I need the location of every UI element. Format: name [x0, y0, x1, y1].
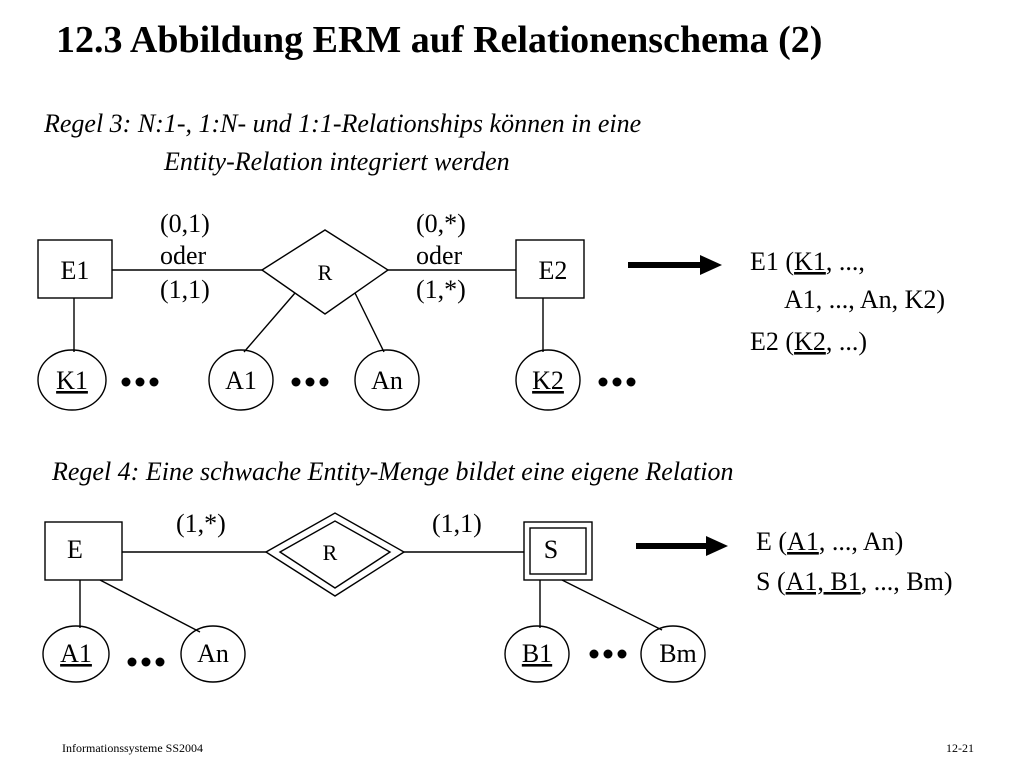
attribute-an	[354, 349, 420, 411]
attribute-an-label: An	[371, 366, 403, 395]
entity-e1	[37, 239, 113, 299]
attribute-k2	[515, 349, 581, 411]
weak-entity-s-label: S	[544, 535, 558, 564]
attribute-e-a1	[42, 625, 110, 683]
weak-relationship-r-label: R	[323, 540, 338, 565]
card-left-1: (0,1)	[160, 209, 210, 238]
arrow-rule3	[628, 255, 722, 275]
ellipsis-dots-3	[598, 377, 636, 387]
rule3-diagram: E1 R E2 (0,1) oder (1,1) (0,*) oder (1,*…	[37, 209, 722, 411]
attribute-k1	[37, 349, 107, 411]
attribute-a1-label: A1	[225, 366, 257, 395]
weak-entity-s-inner	[529, 527, 587, 575]
mapping-e1-line2: A1, ..., An, K2)	[784, 285, 945, 314]
link-e-an	[99, 579, 201, 633]
relationship-r-label: R	[318, 260, 333, 285]
entity-e2-label: E2	[539, 256, 568, 285]
rule3-text-line1: Regel 3: N:1-, 1:N- und 1:1-Relationship…	[43, 109, 641, 138]
attribute-s-bm	[640, 625, 706, 683]
slide-title: 12.3 Abbildung ERM auf Relationenschema …	[56, 19, 822, 61]
footer-page-number: 12-21	[946, 741, 974, 755]
rule3-text-line2: Entity-Relation integriert werden	[163, 147, 510, 176]
card-rule4-right: (1,1)	[432, 509, 482, 538]
card-right-3: (1,*)	[416, 275, 466, 304]
mapping-e1-line1: E1 (K1, ...,	[750, 247, 865, 276]
attribute-e-a1-label: A1	[60, 639, 92, 668]
attribute-s-b1	[504, 625, 570, 683]
ellipsis-dots-1	[121, 377, 159, 387]
relationship-r	[260, 229, 390, 315]
footer-course: Informationssysteme SS2004	[62, 741, 203, 755]
rule4-text: Regel 4: Eine schwache Entity-Menge bild…	[51, 457, 734, 486]
attribute-s-bm-label: Bm	[659, 639, 697, 668]
weak-entity-s-outer	[523, 521, 593, 581]
mapping-e: E (A1, ..., An)	[756, 527, 903, 556]
attribute-s-b1-label: B1	[522, 639, 552, 668]
card-left-3: (1,1)	[160, 275, 210, 304]
entity-e	[44, 521, 123, 581]
link-r-an	[354, 292, 385, 353]
card-rule4-left: (1,*)	[176, 509, 226, 538]
attribute-k2-label: K2	[532, 366, 564, 395]
ellipsis-dots-2	[291, 377, 329, 387]
ellipsis-dots-5	[589, 649, 627, 659]
attribute-a1	[208, 349, 274, 411]
link-s-bm	[561, 579, 663, 631]
card-right-1: (0,*)	[416, 209, 466, 238]
card-left-2: oder	[160, 241, 207, 270]
mapping-s: S (A1, B1, ..., Bm)	[756, 567, 952, 596]
attribute-e-an-label: An	[197, 639, 229, 668]
mapping-e2: E2 (K2, ...)	[750, 327, 867, 356]
weak-relationship-r-outer	[264, 512, 406, 597]
entity-e1-label: E1	[61, 256, 90, 285]
arrow-rule4	[636, 536, 728, 556]
entity-e2	[515, 239, 585, 299]
weak-relationship-r-inner	[278, 520, 392, 589]
rule4-diagram: E R S (1,*) (1,1) A1 An B1 Bm	[42, 509, 728, 683]
link-r-a1	[243, 292, 296, 353]
ellipsis-dots-4	[127, 657, 165, 667]
entity-e-label: E	[67, 535, 83, 564]
attribute-e-an	[180, 625, 246, 683]
card-right-2: oder	[416, 241, 463, 270]
attribute-k1-label: K1	[56, 366, 88, 395]
